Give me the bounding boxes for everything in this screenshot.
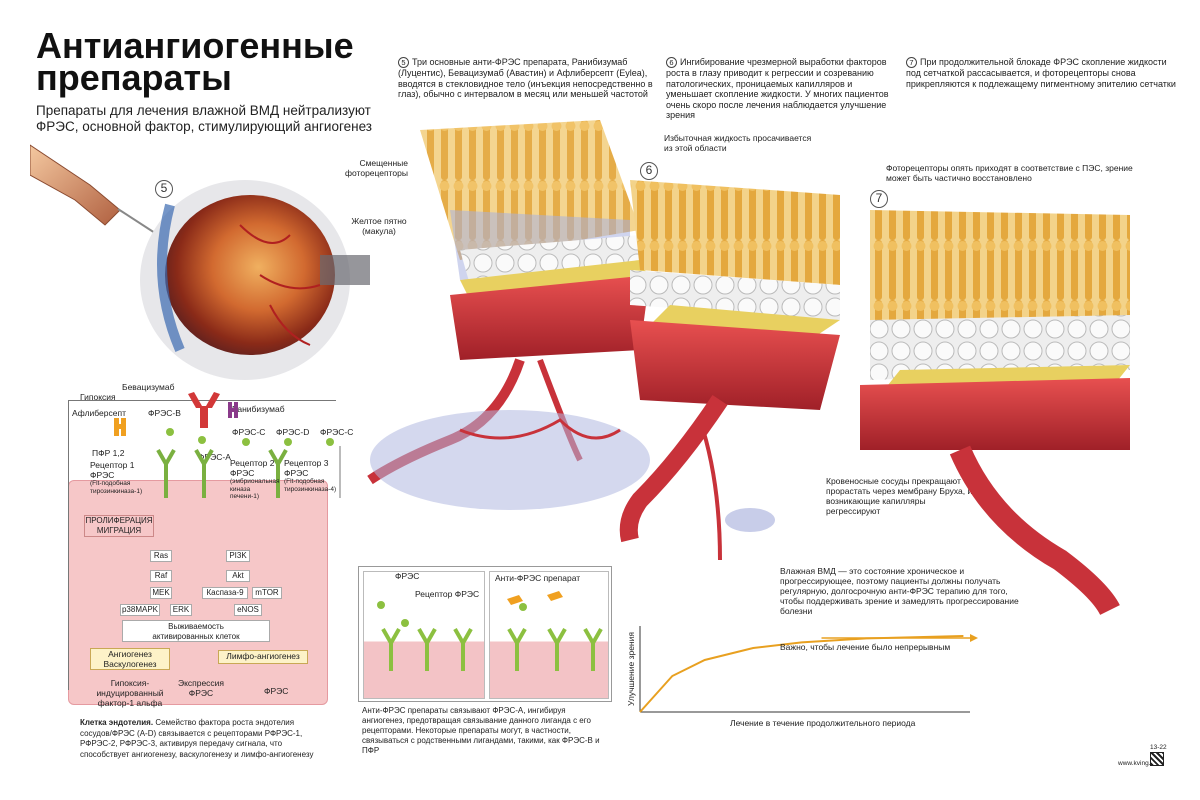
- inset-receptor-label: Рецептор ФРЭС: [415, 589, 480, 599]
- step-5-marker: 5: [155, 180, 173, 198]
- akt-node: Akt: [226, 570, 250, 582]
- eye-injection-illustration: [30, 144, 370, 380]
- step-7-marker: 7: [870, 190, 888, 208]
- angiogenesis-box: Ангиогенез Васкулогенез: [90, 648, 170, 670]
- vegf-c-label-2: ФРЭС-C: [320, 427, 354, 437]
- page-title: Антиангиогенные препараты: [36, 25, 354, 98]
- title-line-2: препараты: [36, 57, 232, 98]
- vegf-d-label: ФРЭС-D: [276, 427, 310, 437]
- caspase9-node: Каспаза-9: [202, 587, 248, 599]
- title-line-1: Антиангиогенные: [36, 25, 354, 66]
- binding-inset: ФРЭС Рецептор ФРЭС Анти-ФРЭС препарат: [358, 566, 612, 702]
- hypoxia-label: Гипоксия: [80, 392, 116, 402]
- subtitle-line-2: ФРЭС, основной фактор, стимулирующий анг…: [36, 119, 372, 134]
- receptor-2-name: Рецептор 2 ФРЭС: [230, 458, 275, 478]
- subtitle-line-1: Препараты для лечения влажной ВМД нейтра…: [36, 103, 371, 118]
- step-7-badge: 7: [906, 57, 917, 69]
- receptor-1-label: Рецептор 1 ФРЭС (Flt-подобная тирозинкин…: [90, 460, 160, 495]
- footer-code: 13-22: [1150, 744, 1167, 751]
- erk-node: ERK: [170, 604, 192, 616]
- aflibercept-label: Афлиберсепт: [72, 408, 126, 418]
- inset-receptor-graphic: [377, 591, 603, 671]
- receptor-3-name: Рецептор 3 ФРЭС: [284, 458, 329, 478]
- inset-vegf-label: ФРЭС: [395, 571, 420, 581]
- page-subtitle: Препараты для лечения влажной ВМД нейтра…: [36, 103, 372, 135]
- photoreceptors-realign-label: Фоторецепторы опять приходят в соответст…: [886, 163, 1133, 183]
- step-6-badge: 6: [666, 57, 677, 69]
- endothelial-caption-title: Клетка эндотелия.: [80, 718, 154, 727]
- aflibercept-icon: [114, 418, 126, 436]
- vegf-a-label: ФРЭС-A: [198, 452, 231, 462]
- receptor-ligand-graphic: [114, 392, 341, 498]
- bevacizumab-label: Бевацизумаб: [122, 382, 175, 392]
- raf-node: Raf: [150, 570, 172, 582]
- receptor-2-sub: (эмбриональная киназа печени-1): [230, 478, 280, 500]
- vegf-b-label: ФРЭС-B: [148, 408, 181, 418]
- retina-block-6: [619, 180, 840, 561]
- hif-label: Гипоксия-индуцированный фактор-1 альфа: [96, 678, 164, 708]
- endothelial-caption-body: Семейство фактора роста эндотелия сосудо…: [80, 718, 314, 759]
- chart-annotation: Важно, чтобы лечение было непрерывным: [780, 642, 951, 652]
- qr-code-icon: [1150, 752, 1164, 766]
- pi3k-node: PI3K: [226, 550, 250, 562]
- vegf-output-label: ФРЭС: [264, 686, 289, 696]
- pathway-bracket: [68, 400, 336, 690]
- receptor-3-label: Рецептор 3 ФРЭС (Flt-подобная тирозинкин…: [284, 458, 337, 493]
- receptor-3-sub: (Flt-подобная тирозинкиназа-4): [284, 478, 337, 493]
- vision-chart-svg: [639, 626, 978, 713]
- footer-site: www.kving.ru: [1118, 760, 1157, 767]
- ranibizumab-label: Ранибизумаб: [232, 404, 285, 414]
- displaced-photoreceptors-label: Смещенные фоторецепторы: [345, 158, 408, 178]
- receptor-1-name: Рецептор 1 ФРЭС: [90, 460, 135, 480]
- survival-box: Выживаемость активированных клеток: [122, 620, 270, 642]
- mek-node: MEK: [150, 587, 172, 599]
- chart-y-label: Улучшение зрения: [625, 632, 636, 706]
- ras-node: Ras: [150, 550, 172, 562]
- chart-x-label: Лечение в течение продолжительного перио…: [730, 718, 916, 728]
- step-6-body: Ингибирование чрезмерной выработки факто…: [666, 57, 889, 121]
- p38mapk-node: p38MAPK: [120, 604, 160, 616]
- retina-block-5: [367, 120, 650, 510]
- inset-drug-label: Анти-ФРЭС препарат: [495, 573, 581, 583]
- step-5-body: Три основные анти-ФРЭС препарата, Раниби…: [398, 57, 653, 100]
- endothelial-caption: Клетка эндотелия. Семейство фактора рост…: [80, 718, 320, 760]
- fluid-label: Избыточная жидкость просачивается из это…: [664, 133, 812, 153]
- enos-node: eNOS: [234, 604, 262, 616]
- step-6-marker: 6: [640, 162, 658, 180]
- vegf-c-label-1: ФРЭС-C: [232, 427, 266, 437]
- inset-caption: Анти-ФРЭС препараты связывают ФРЭС-А, ин…: [362, 706, 600, 755]
- receptor-1-sub: (Flt-подобная тирозинкиназа-1): [90, 480, 143, 495]
- retina-layers-illustration: [367, 120, 1130, 616]
- proliferation-box: ПРОЛИФЕРАЦИЯ МИГРАЦИЯ: [84, 515, 154, 537]
- receptor-2-label: Рецептор 2 ФРЭС (эмбриональная киназа пе…: [230, 458, 280, 501]
- bevacizumab-icon: [188, 392, 220, 428]
- pgf-label: ПФР 1,2: [92, 448, 125, 458]
- vessels-regress-label: Кровеносные сосуды прекращают прорастать…: [826, 476, 973, 516]
- mtor-node: mTOR: [252, 587, 282, 599]
- chart-trend-arrow-head: [970, 634, 978, 642]
- vegf-expression-label: Экспрессия ФРЭС: [177, 678, 225, 698]
- wet-amd-note: Влажная ВМД — это состояние хроническое …: [780, 566, 1019, 616]
- step-5-badge: 5: [398, 57, 409, 69]
- macula-label: Желтое пятно (макула): [351, 216, 407, 236]
- lymphangiogenesis-box: Лимфо-ангиогенез: [218, 650, 308, 664]
- vision-chart: Улучшение зрения Лечение в течение продо…: [626, 620, 990, 730]
- step-7-body: При продолжительной блокаде ФРЭС скоплен…: [906, 57, 1176, 89]
- retina-block-7: [860, 210, 1130, 616]
- ranibizumab-icon: [228, 402, 238, 418]
